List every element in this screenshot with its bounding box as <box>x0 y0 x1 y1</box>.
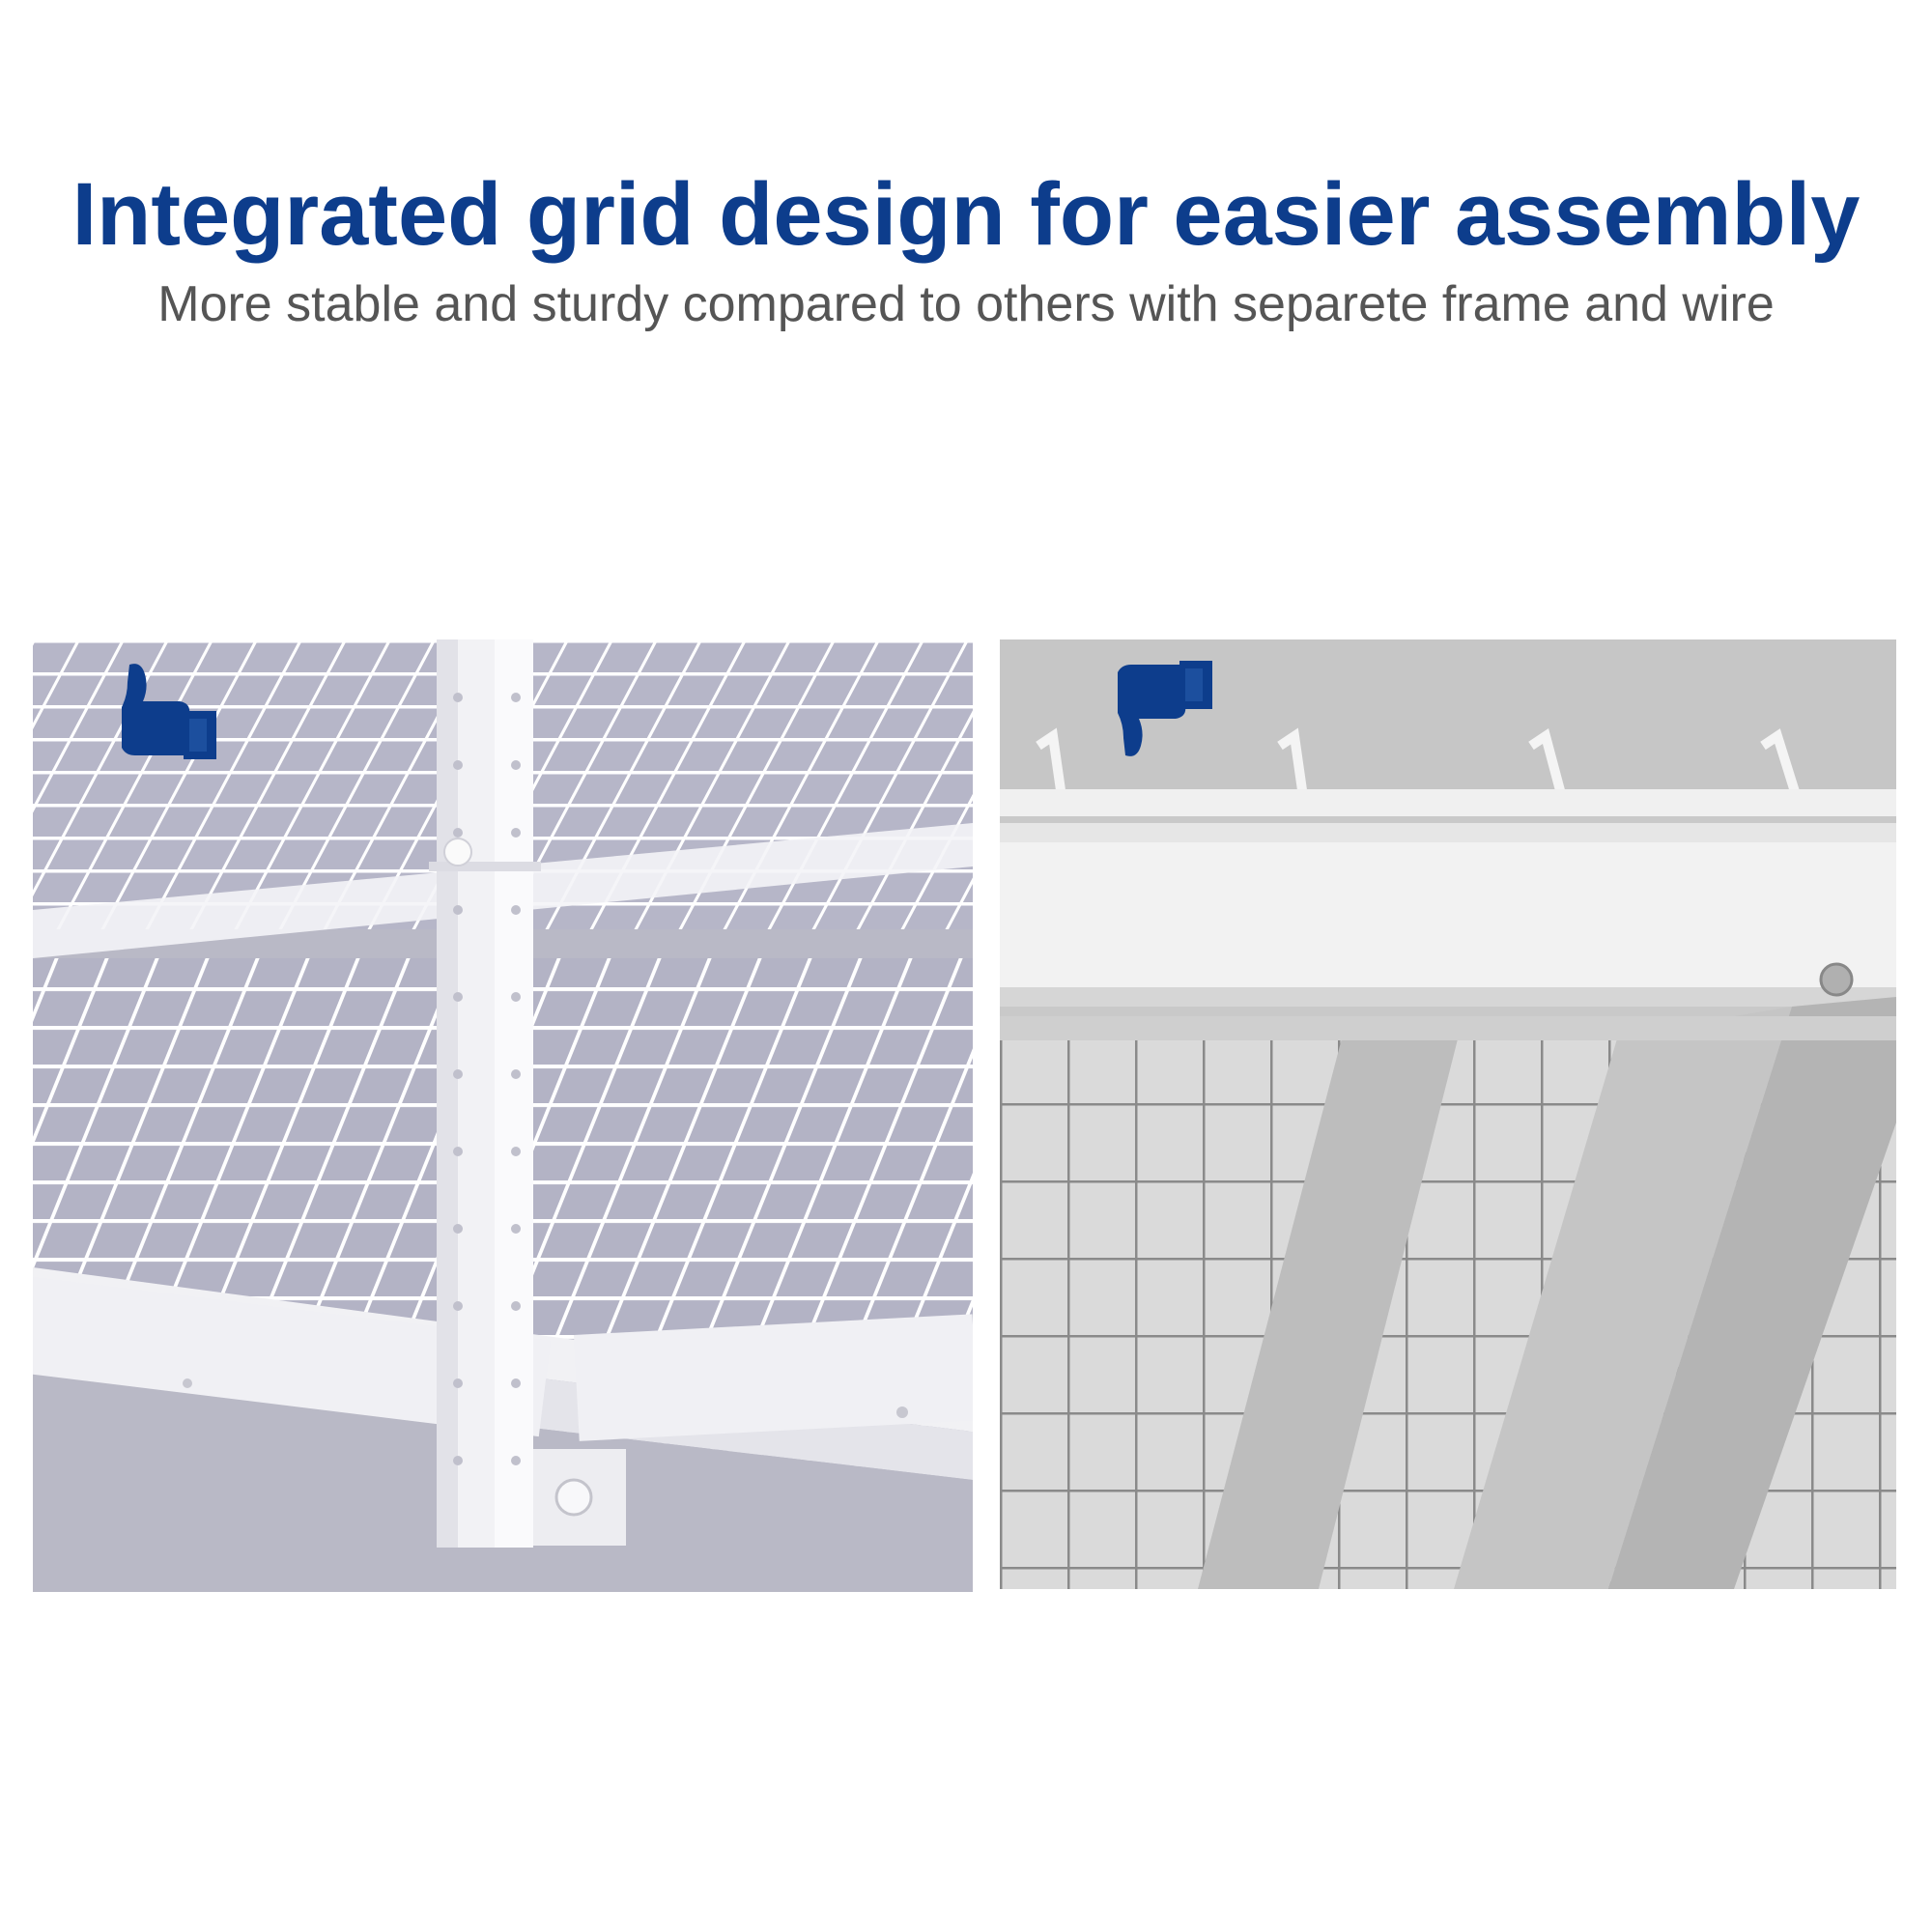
thumbs-up-icon <box>83 657 218 765</box>
separate-frame-photo <box>1000 639 1896 1589</box>
page-subtitle: More stable and sturdy compared to other… <box>157 276 1775 332</box>
separate-frame-illustration <box>1000 639 1896 1589</box>
thumbs-down-icon <box>1079 655 1214 763</box>
page-title: Integrated grid design for easier assemb… <box>71 165 1861 264</box>
integrated-grid-illustration <box>33 639 973 1592</box>
integrated-grid-photo <box>33 639 973 1592</box>
